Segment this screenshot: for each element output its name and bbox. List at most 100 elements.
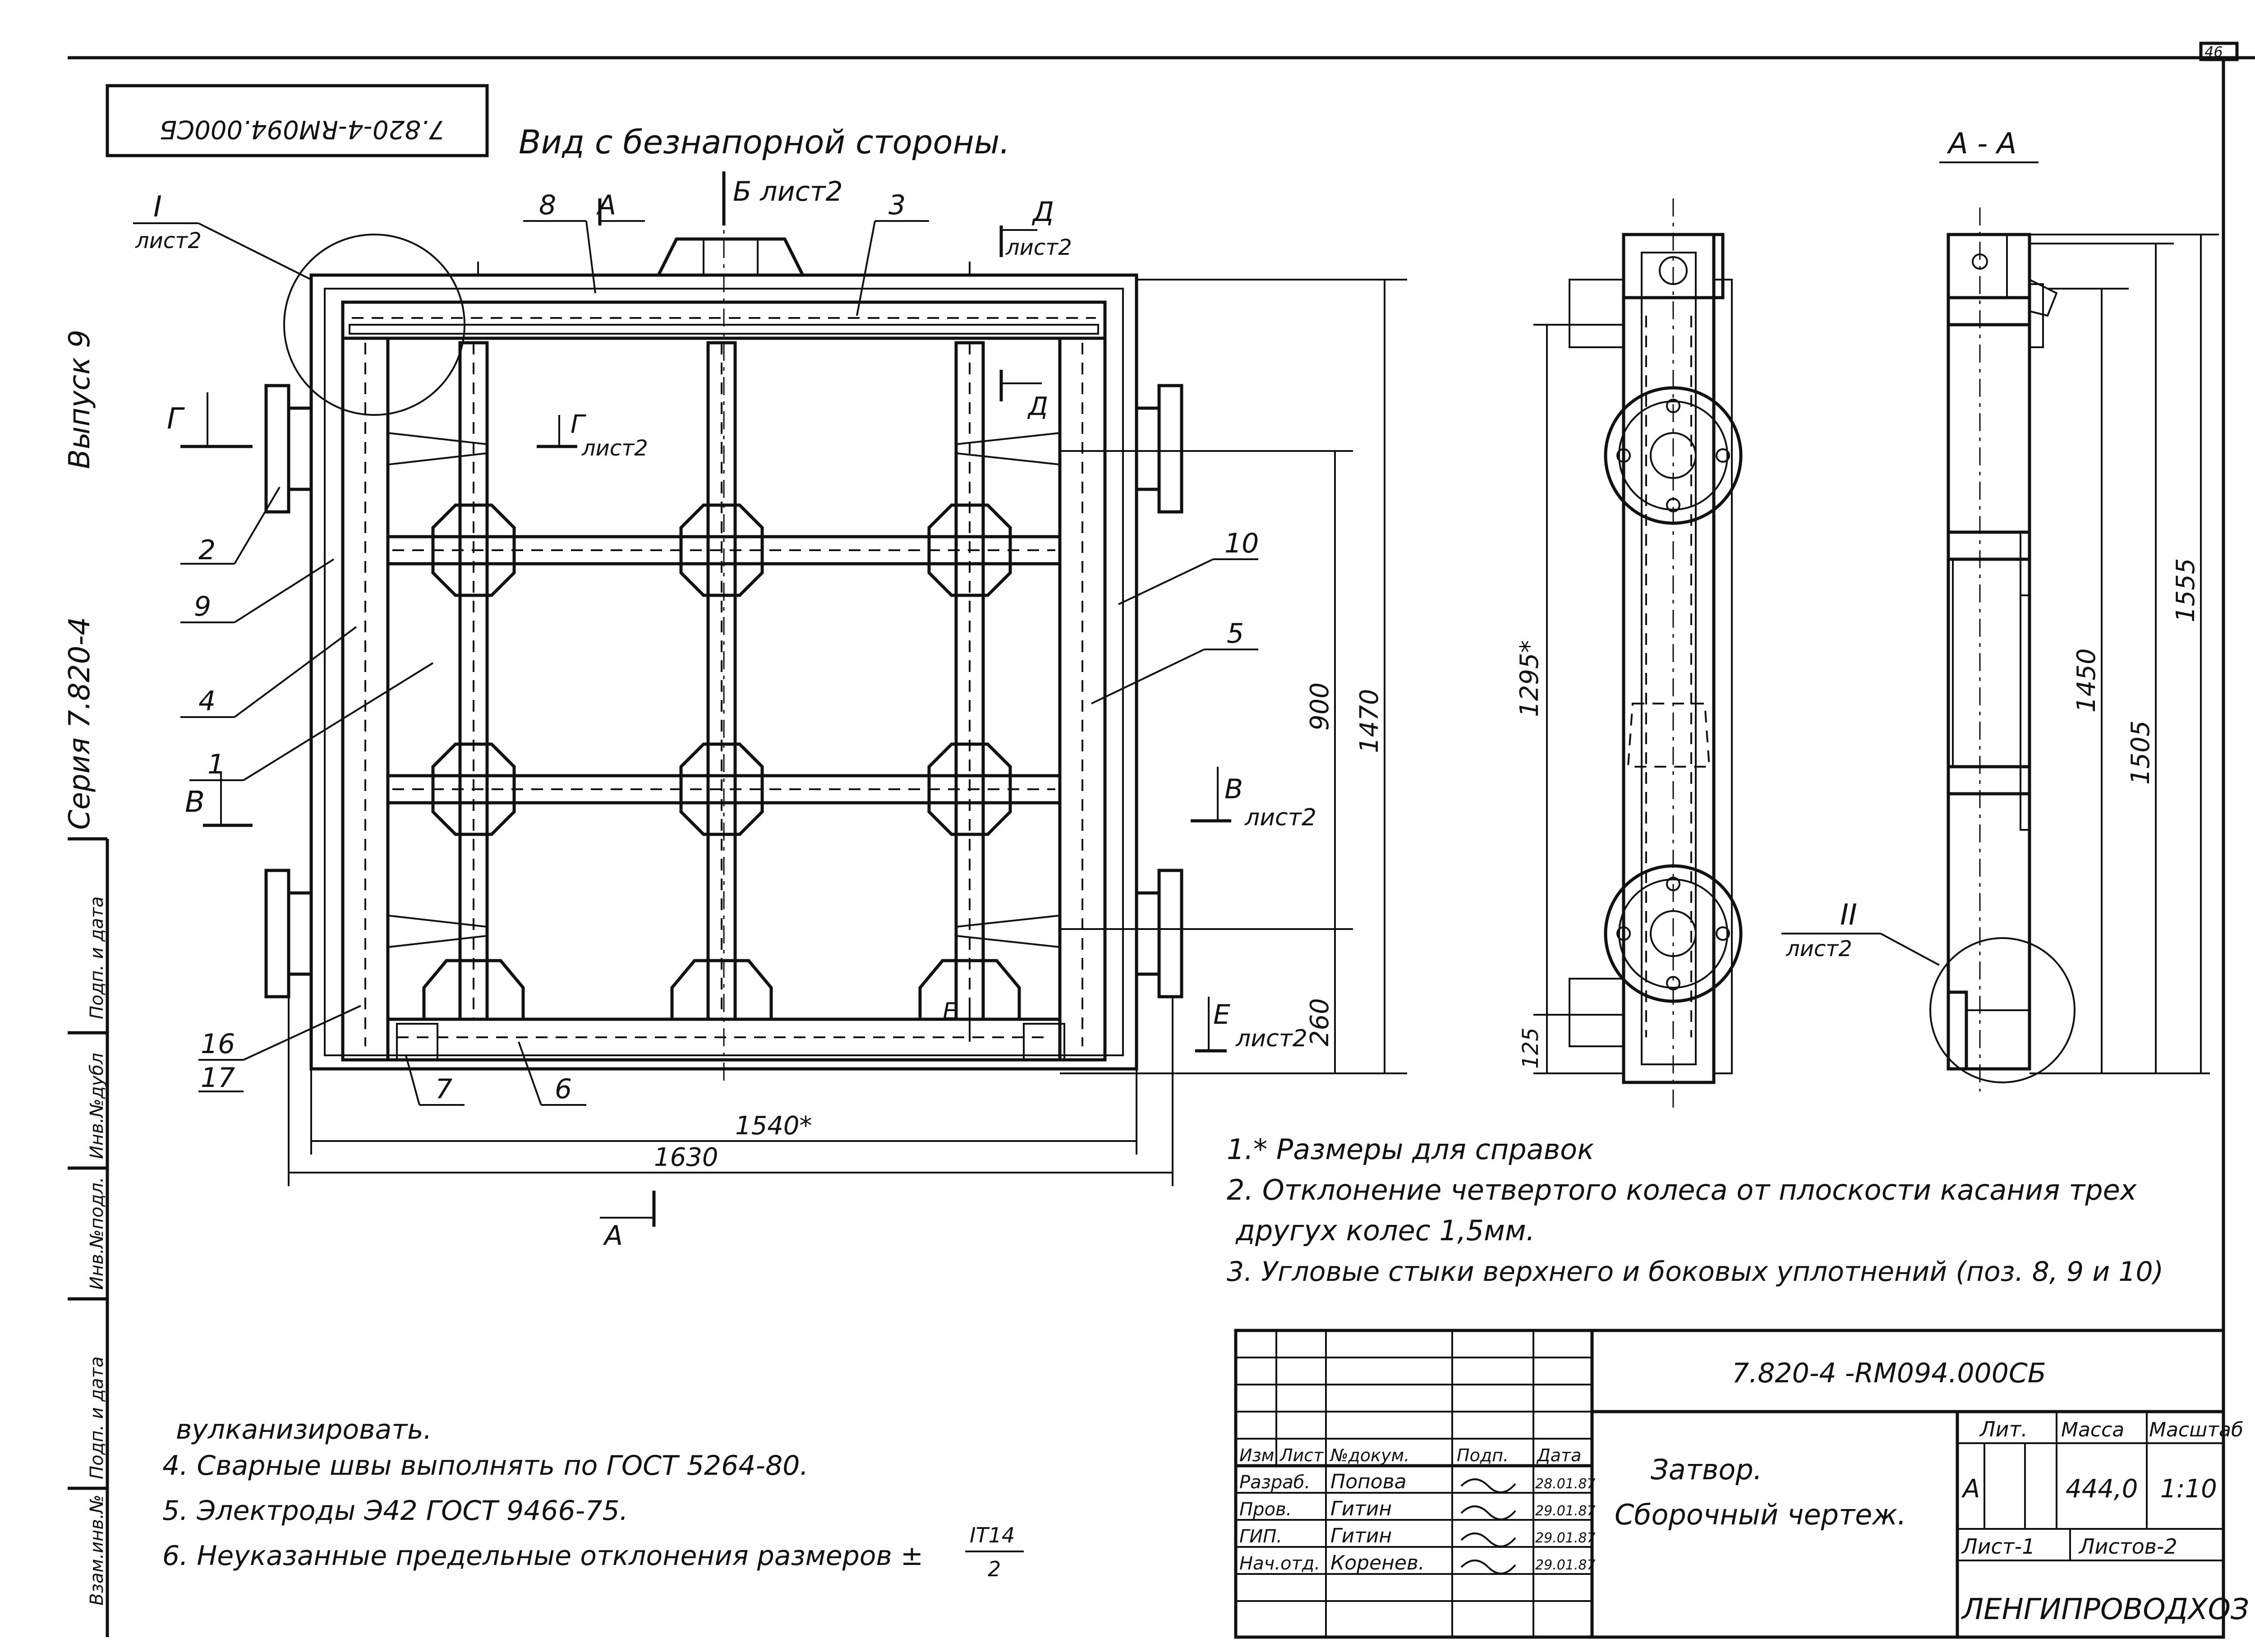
section-view-title: A - A xyxy=(1947,127,2016,161)
callout-10: 10 xyxy=(1224,528,1259,559)
page-number: 46 xyxy=(2204,43,2223,60)
dim-1540: 1540* xyxy=(735,1111,812,1141)
callout-8: 8 xyxy=(539,189,556,221)
detail-II: II xyxy=(1840,898,1857,932)
dim-1555: 1555 xyxy=(2171,558,2200,622)
title-block: Изм Лист №докум. Подп. Дата Разраб. Попо… xyxy=(1234,1329,2249,1639)
section-G-sheet: лист2 xyxy=(581,436,648,461)
tb-sheets-label: Листов-2 xyxy=(2078,1534,2177,1559)
tb-role-4: Нач.отд. xyxy=(1239,1553,1320,1574)
section-B-top: Б лист2 xyxy=(733,176,843,207)
margin-cell-1: Взам.инв.№ xyxy=(87,1495,107,1606)
callout-3: 3 xyxy=(888,189,906,221)
tb-mass-value: 444,0 xyxy=(2066,1474,2138,1504)
section-B-sheet: лист2 xyxy=(1244,804,1316,831)
section-E-sheet: лист2 xyxy=(1235,1025,1307,1052)
note-right-4: 3. Угловые стыки верхнего и боковых упло… xyxy=(1227,1256,2163,1288)
section-E-mid: E xyxy=(943,998,957,1025)
dim-900: 900 xyxy=(1305,682,1335,731)
margin-cell-5: Инв.№дубл xyxy=(87,1053,107,1159)
section-B-left: B xyxy=(185,786,205,819)
callout-17: 17 xyxy=(201,1062,235,1094)
dim-260: 260 xyxy=(1305,998,1335,1046)
margin-cell-4: Подп. и дата xyxy=(87,897,107,1019)
tb-date-4: 29.01.87 xyxy=(1535,1557,1596,1573)
tb-name-line1: Затвор. xyxy=(1651,1453,1762,1486)
tb-scale-value: 1:10 xyxy=(2160,1474,2217,1504)
dim-1505: 1505 xyxy=(2126,720,2155,785)
tb-name-4: Коренев. xyxy=(1330,1551,1425,1574)
tolerance-denominator: 2 xyxy=(988,1557,1001,1581)
side-view: 1295* 125 II лист2 xyxy=(1515,198,1940,1109)
dim-1295: 1295* xyxy=(1515,640,1544,717)
tb-org: ЛЕНГИПРОВОДХОЗ xyxy=(1961,1593,2249,1626)
dim-1450: 1450 xyxy=(2072,648,2101,713)
callout-16: 16 xyxy=(201,1028,235,1060)
tb-name-3: Гитин xyxy=(1330,1524,1392,1547)
note-left-2: 4. Сварные швы выполнять по ГОСТ 5264-80… xyxy=(162,1450,809,1482)
tb-role-1: Разраб. xyxy=(1239,1472,1310,1493)
main-view-title: Вид с безнапорной стороны. xyxy=(519,123,1010,161)
tb-name-2: Гитин xyxy=(1330,1497,1392,1520)
note-right-2: 2. Отклонение четвертого колеса от плоск… xyxy=(1227,1173,2137,1206)
tb-h-izm: Изм xyxy=(1239,1445,1274,1465)
tb-mass-label: Масса xyxy=(2061,1418,2124,1441)
tb-h-list: Лист xyxy=(1279,1445,1324,1465)
callout-9: 9 xyxy=(194,591,211,622)
tb-scale-label: Масштаб xyxy=(2149,1418,2243,1441)
notes-left: вулканизировать. 4. Сварные швы выполнят… xyxy=(162,1414,1024,1581)
section-B-right: B xyxy=(1224,773,1243,805)
section-A-top: A xyxy=(596,189,616,221)
note-left-3: 5. Электроды Э42 ГОСТ 9466-75. xyxy=(162,1495,628,1527)
dim-1630: 1630 xyxy=(654,1143,718,1172)
tb-code: 7.820-4 -RM094.000CБ xyxy=(1732,1357,2046,1389)
tb-name-line2: Сборочный чертеж. xyxy=(1615,1498,1906,1531)
sheet-frame: 46 xyxy=(68,41,2255,1637)
callout-5: 5 xyxy=(1227,618,1244,649)
section-G-left: Г xyxy=(167,402,185,436)
note-right-1: 1.* Размеры для справок xyxy=(1227,1133,1594,1166)
dim-125: 125 xyxy=(1518,1027,1543,1069)
callout-6: 6 xyxy=(555,1073,572,1105)
tb-date-1: 28.01.87 xyxy=(1535,1476,1596,1492)
section-E-right: E xyxy=(1213,999,1230,1031)
tb-h-doc: №докум. xyxy=(1330,1445,1409,1465)
section-D-mid: Д xyxy=(1027,392,1048,421)
section-D-top: Д xyxy=(1031,196,1054,228)
tb-lit-value: A xyxy=(1961,1474,1980,1504)
tb-h-sign: Подп. xyxy=(1457,1445,1509,1465)
tb-name-1: Попова xyxy=(1330,1470,1407,1493)
rotated-code: 7.820-4-RM094.000CБ xyxy=(160,115,445,144)
callout-1: 1 xyxy=(207,749,225,780)
note-right-3: другух колес 1,5мм. xyxy=(1235,1214,1535,1247)
notes-right: 1.* Размеры для справок 2. Отклонение че… xyxy=(1227,1133,2163,1288)
margin-cell-2: Подп. и дата xyxy=(87,1357,107,1479)
tolerance-numerator: IT14 xyxy=(970,1523,1015,1547)
callout-7: 7 xyxy=(435,1073,452,1105)
margin-cell-3: Инв.№подл. xyxy=(87,1177,107,1290)
note-left-4: 6. Неуказанные предельные отклонения раз… xyxy=(162,1540,923,1572)
dim-1470: 1470 xyxy=(1355,689,1384,753)
tb-lit-label: Лит. xyxy=(1979,1417,2028,1441)
section-view: A - A 1450 1505 1555 xyxy=(1929,127,2219,1091)
section-D-sheet: лист2 xyxy=(1005,235,1072,260)
callout-2: 2 xyxy=(198,534,216,566)
section-A-bottom: A xyxy=(603,1220,623,1252)
tb-role-2: Пров. xyxy=(1239,1499,1292,1520)
tb-h-date: Дата xyxy=(1536,1445,1581,1465)
margin-series: Серия 7.820-4 xyxy=(63,617,97,830)
tb-role-3: ГИП. xyxy=(1239,1526,1282,1547)
detail-I: I xyxy=(153,190,162,224)
tb-date-2: 29.01.87 xyxy=(1535,1503,1596,1519)
rotated-code-box: 7.820-4-RM094.000CБ xyxy=(106,84,489,157)
section-G-right: Г xyxy=(571,410,586,439)
margin-stamp-column: Взам.инв.№ Подп. и дата Инв.№подл. Подп.… xyxy=(68,837,107,1606)
margin-issue: Выпуск 9 xyxy=(63,330,97,469)
main-view: Вид с безнапорной стороны. xyxy=(133,123,1407,1252)
tb-date-3: 29.01.87 xyxy=(1535,1530,1596,1546)
note-left-1: вулканизировать. xyxy=(176,1414,432,1445)
detail-II-sheet: лист2 xyxy=(1786,936,1852,962)
tb-sheet-label: Лист-1 xyxy=(1961,1534,2035,1559)
detail-I-sheet: лист2 xyxy=(135,228,202,253)
